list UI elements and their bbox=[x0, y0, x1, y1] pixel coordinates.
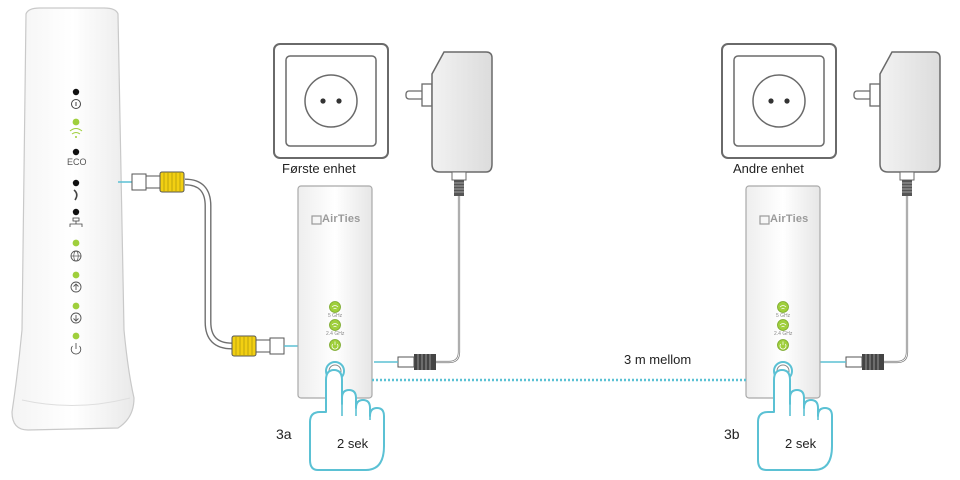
first-device-label: Første enhet bbox=[282, 161, 356, 176]
extender-a-led-5ghz bbox=[329, 301, 341, 313]
extender-b-led-24ghz bbox=[777, 319, 789, 331]
extender-a-brand: AirTies bbox=[322, 213, 361, 225]
router-eco-label: ECO bbox=[67, 157, 87, 167]
press-duration-a: 2 sek bbox=[337, 436, 369, 451]
wall-socket-b bbox=[721, 43, 837, 159]
extender-b-brand: AirTies bbox=[770, 213, 809, 225]
airties-logo-icon-b bbox=[759, 215, 770, 225]
router-led-lan bbox=[69, 208, 83, 227]
router-led-info bbox=[71, 88, 81, 109]
airties-logo-icon-a bbox=[311, 215, 322, 225]
router-led-wifi bbox=[69, 118, 83, 138]
extender-a-led-power bbox=[329, 339, 341, 351]
router-led-phone bbox=[72, 179, 80, 201]
hand-a-icon bbox=[309, 369, 385, 471]
ethernet-cable bbox=[131, 171, 298, 357]
router-led-upload bbox=[70, 271, 82, 293]
power-adapter-a bbox=[374, 51, 493, 370]
second-device-label: Andre enhet bbox=[733, 161, 804, 176]
ethernet-plug-extender bbox=[231, 335, 285, 357]
router-led-eco bbox=[72, 148, 80, 156]
extender-b-24ghz-label: 2.4 GHz bbox=[774, 331, 793, 337]
distance-label: 3 m mellom bbox=[624, 352, 692, 367]
extender-a-5ghz-label: 5 GHz bbox=[328, 313, 343, 319]
extender-a-24ghz-label: 2.4 GHz bbox=[326, 331, 345, 337]
router bbox=[11, 7, 135, 431]
step-b-label: 3b bbox=[724, 426, 740, 442]
extender-b-led-power bbox=[777, 339, 789, 351]
extender-a-led-24ghz bbox=[329, 319, 341, 331]
router-led-internet bbox=[70, 239, 82, 262]
press-duration-b: 2 sek bbox=[785, 436, 817, 451]
router-led-power bbox=[70, 332, 82, 355]
step-a-label: 3a bbox=[276, 426, 292, 442]
ethernet-plug-router bbox=[131, 171, 185, 193]
power-adapter-b bbox=[820, 51, 941, 370]
router-led-download bbox=[70, 302, 82, 324]
extender-b-5ghz-label: 5 GHz bbox=[776, 313, 791, 319]
wall-socket-a bbox=[273, 43, 389, 159]
hand-b-icon bbox=[757, 369, 833, 471]
extender-b-led-5ghz bbox=[777, 301, 789, 313]
